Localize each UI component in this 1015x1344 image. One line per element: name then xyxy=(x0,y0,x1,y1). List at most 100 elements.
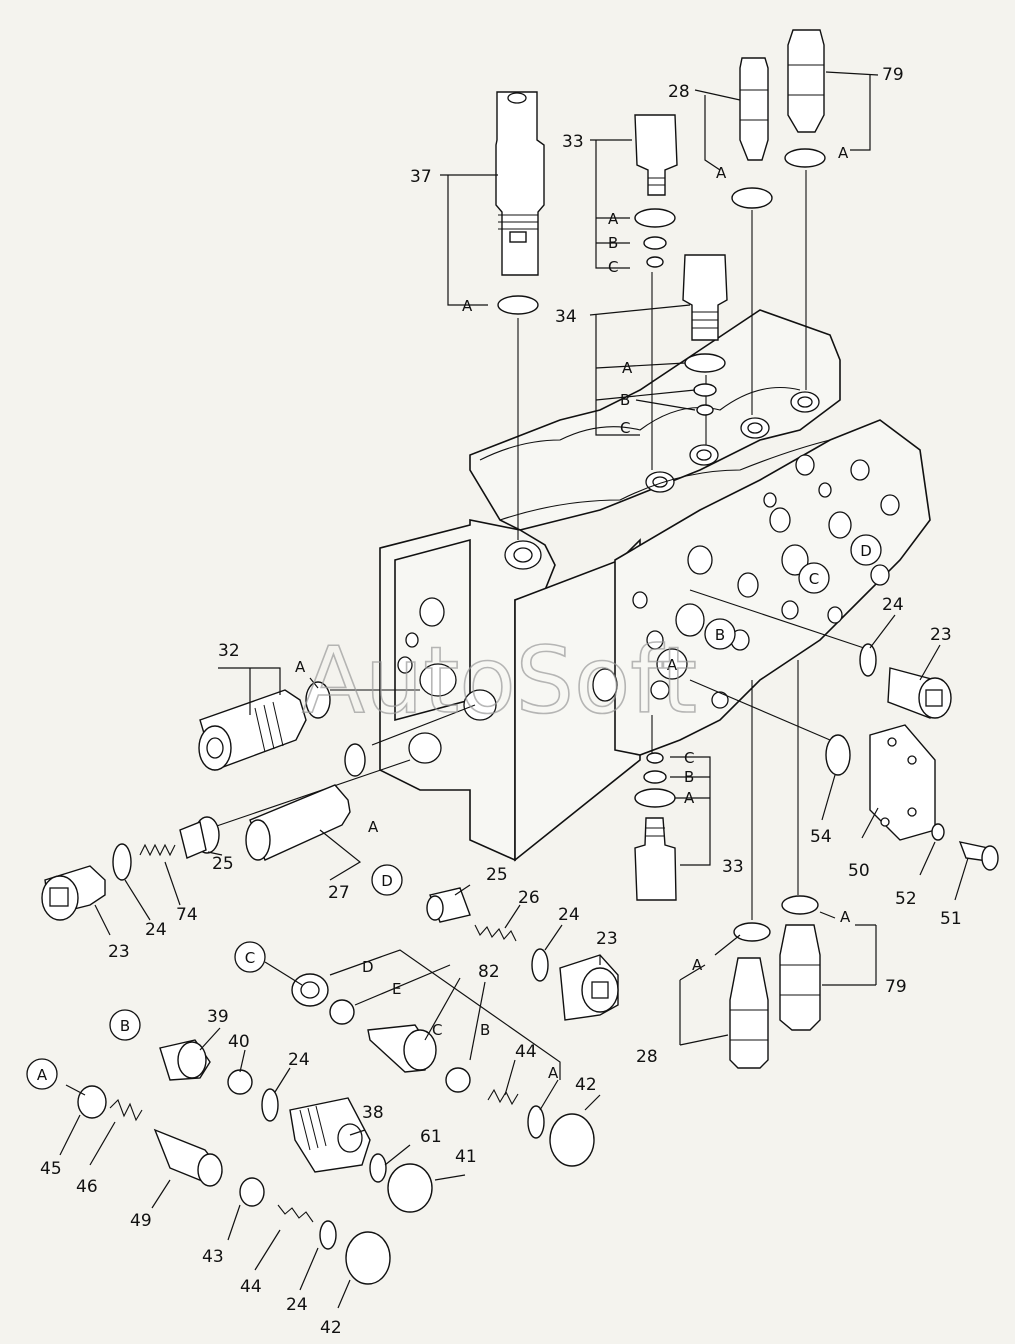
callout-24-lower: 24 xyxy=(558,905,580,925)
seal-letter-labels: A A B C A A A B C A A C B A D E C B A A … xyxy=(295,144,851,1082)
seal-label: B xyxy=(608,234,618,252)
callout-25-lower: 25 xyxy=(486,865,508,885)
callout-61: 61 xyxy=(420,1127,442,1147)
svg-text:B: B xyxy=(715,626,725,644)
overload-valve-79-top xyxy=(784,29,826,168)
ref-circle-D-body: D xyxy=(850,534,882,566)
callout-32: 32 xyxy=(218,641,240,661)
seal-label: B xyxy=(620,391,630,409)
lower-exploded-parts xyxy=(77,887,619,1285)
callout-27: 27 xyxy=(328,883,350,903)
svg-text:C: C xyxy=(245,949,255,967)
callout-44-mid: 44 xyxy=(515,1042,537,1062)
callout-39: 39 xyxy=(207,1007,229,1027)
seal-label: C xyxy=(620,419,630,437)
ref-circle-A-body: A xyxy=(656,648,688,680)
callout-23-lower: 23 xyxy=(596,929,618,949)
callout-42-bottom: 42 xyxy=(320,1318,342,1338)
right-plug-23 xyxy=(859,643,952,719)
callout-45: 45 xyxy=(40,1159,62,1179)
callout-43: 43 xyxy=(202,1247,224,1267)
seal-label: A xyxy=(622,359,633,377)
seal-label: A xyxy=(462,297,473,315)
left-plug-stack xyxy=(41,816,220,921)
callout-40: 40 xyxy=(228,1032,250,1052)
bolt-51 xyxy=(958,841,999,871)
callout-24-bottom: 24 xyxy=(286,1295,308,1315)
relief-valve-33-top xyxy=(634,114,678,268)
callout-33-top: 33 xyxy=(562,132,584,152)
relief-valve-34 xyxy=(682,254,728,416)
callout-28-top: 28 xyxy=(668,82,690,102)
leader-lines xyxy=(59,71,969,1309)
callout-50: 50 xyxy=(848,861,870,881)
seal-label: A xyxy=(548,1064,559,1082)
callout-24-left: 24 xyxy=(145,920,167,940)
callout-33-bottom: 33 xyxy=(722,857,744,877)
overload-valve-28-bottom xyxy=(729,922,771,1069)
svg-text:A: A xyxy=(37,1066,48,1084)
callout-23-right: 23 xyxy=(930,625,952,645)
part-number-callouts: 37 33 28 79 34 32 24 23 54 50 52 51 33 2… xyxy=(40,65,962,1338)
seal-label: A xyxy=(295,658,306,676)
svg-text:C: C xyxy=(809,570,819,588)
ring-54 xyxy=(825,734,851,776)
callout-24-mid: 24 xyxy=(288,1050,310,1070)
svg-text:D: D xyxy=(381,872,393,890)
seal-label: A xyxy=(716,164,727,182)
relief-valve-37 xyxy=(495,91,545,315)
watermark: AutoSoft xyxy=(302,627,697,734)
washer-52 xyxy=(931,823,945,841)
ref-circle-C-assembly: C xyxy=(234,941,266,973)
callout-46: 46 xyxy=(76,1177,98,1197)
ref-circle-B-body: B xyxy=(704,618,736,650)
callout-37: 37 xyxy=(410,167,432,187)
seal-label: A xyxy=(368,818,379,836)
seal-label: A xyxy=(692,956,703,974)
callout-26: 26 xyxy=(518,888,540,908)
callout-49: 49 xyxy=(130,1211,152,1231)
ref-circle-A-assembly: A xyxy=(26,1058,58,1090)
control-valve-body xyxy=(379,309,931,862)
callout-34: 34 xyxy=(555,307,577,327)
ref-circle-B-assembly: B xyxy=(109,1009,141,1041)
relief-valve-33-bottom xyxy=(634,752,677,901)
callout-44-bottom: 44 xyxy=(240,1277,262,1297)
ref-circle-C-body: C xyxy=(798,562,830,594)
seal-label: A xyxy=(684,789,695,807)
overload-valve-28-top xyxy=(731,57,773,209)
callout-38: 38 xyxy=(362,1103,384,1123)
svg-text:A: A xyxy=(667,656,678,674)
callout-82: 82 xyxy=(478,962,500,982)
callout-79-bottom: 79 xyxy=(885,977,907,997)
seal-label: D xyxy=(362,958,374,976)
seal-label: B xyxy=(684,768,694,786)
seal-label: A xyxy=(838,144,849,162)
spool-assembly-32 xyxy=(198,681,331,771)
cover-plate-50 xyxy=(869,724,936,841)
callout-74: 74 xyxy=(176,905,198,925)
seal-label: C xyxy=(684,749,694,767)
seal-label: A xyxy=(840,908,851,926)
seal-label: A xyxy=(608,210,619,228)
callout-25-left: 25 xyxy=(212,854,234,874)
seal-label: C xyxy=(432,1021,442,1039)
callout-54: 54 xyxy=(810,827,832,847)
callout-52: 52 xyxy=(895,889,917,909)
callout-41: 41 xyxy=(455,1147,477,1167)
spool-assembly-27 xyxy=(245,743,366,861)
callout-28-bottom: 28 xyxy=(636,1047,658,1067)
seal-label: E xyxy=(392,980,401,998)
assembly-center-lines xyxy=(204,170,871,920)
callout-23-left: 23 xyxy=(108,942,130,962)
callout-51: 51 xyxy=(940,909,962,929)
circled-references: D C B A D C B A xyxy=(26,534,882,1090)
ref-circle-D-assembly: D xyxy=(371,864,403,896)
svg-text:D: D xyxy=(860,542,872,560)
callout-24-right: 24 xyxy=(882,595,904,615)
callout-79-top: 79 xyxy=(882,65,904,85)
overload-valve-79-bottom xyxy=(779,895,821,1031)
callout-42-mid: 42 xyxy=(575,1075,597,1095)
seal-label: B xyxy=(480,1021,490,1039)
